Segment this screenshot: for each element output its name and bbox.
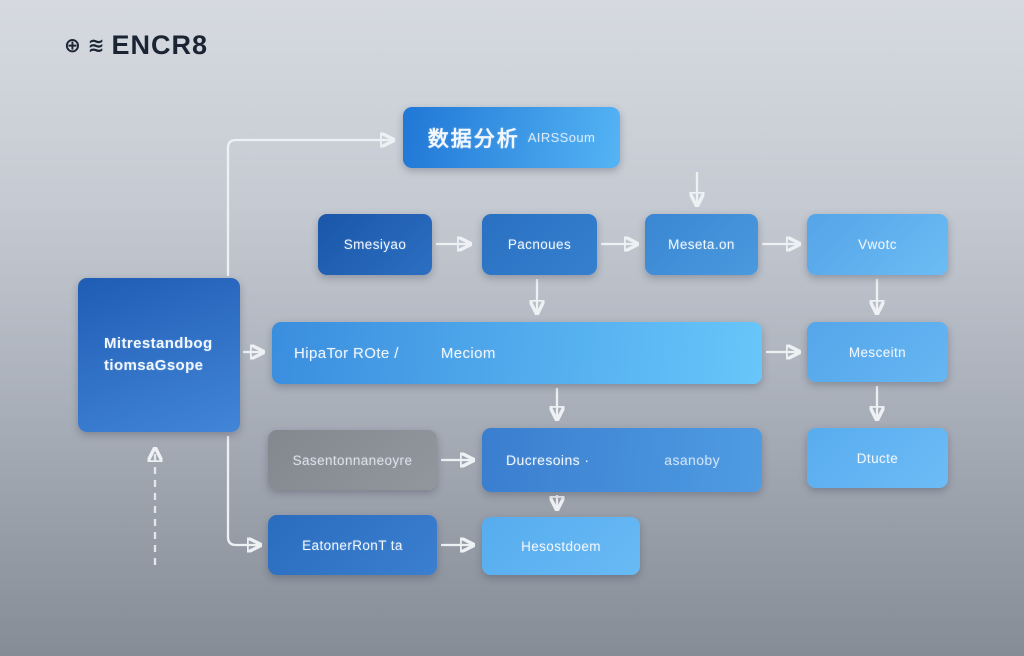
node-mesceitn: Mesceitn (807, 322, 948, 382)
node-source-line1: Mitrestandbog (104, 335, 213, 352)
node-source: Mitrestandbog tiomsaGsope (78, 278, 240, 432)
node-pacnoues: Pacnoues (482, 214, 597, 275)
node-vwotc: Vwotc (807, 214, 948, 275)
node-gray-step: Sasentonnaneoyre (268, 430, 437, 490)
node-process-label-left: HipaTor ROte / (294, 344, 399, 362)
node-label: Smesiyao (343, 237, 407, 252)
brand-logo: ⊕ ≋ ENCR8 (64, 30, 208, 61)
logo-mark-1-icon: ⊕ (64, 35, 81, 57)
arrow-left-to-row5 (226, 436, 259, 545)
node-decision: Ducresoins · asanoby (482, 428, 762, 492)
node-process: HipaTor ROte / Meciom (272, 322, 762, 384)
node-decision-label-left: Ducresoins · (506, 452, 590, 468)
logo-text: ENCR8 (111, 30, 209, 60)
node-label: Vwotc (858, 237, 897, 252)
node-analysis-subtitle: AIRSSoum (527, 130, 596, 145)
node-label: EatonerRonT ta (302, 537, 403, 553)
node-smesiyao: Smesiyao (318, 214, 432, 275)
node-analysis: 数据分析 AIRSSoum (403, 107, 620, 168)
node-source-line2: tiomsaGsope (104, 357, 204, 374)
node-dtucte: Dtucte (807, 428, 948, 488)
logo-mark-2-icon: ≋ (87, 35, 105, 57)
node-label: Sasentonnaneoyre (292, 452, 413, 468)
node-label: Mesceitn (848, 344, 907, 360)
node-hesostdoem: Hesostdoem (482, 517, 640, 575)
node-process-label-right: Meciom (440, 344, 496, 362)
node-eatoner: EatonerRonT ta (268, 515, 437, 575)
node-label: Hesostdoem (521, 538, 601, 554)
node-label: Pacnoues (507, 237, 572, 252)
node-decision-label-right: asanoby (664, 452, 720, 468)
node-mesetaon: Meseta.on (645, 214, 758, 275)
node-label: Meseta.on (668, 237, 735, 252)
node-label: Dtucte (856, 450, 899, 466)
node-analysis-title: 数据分析 (427, 127, 520, 151)
